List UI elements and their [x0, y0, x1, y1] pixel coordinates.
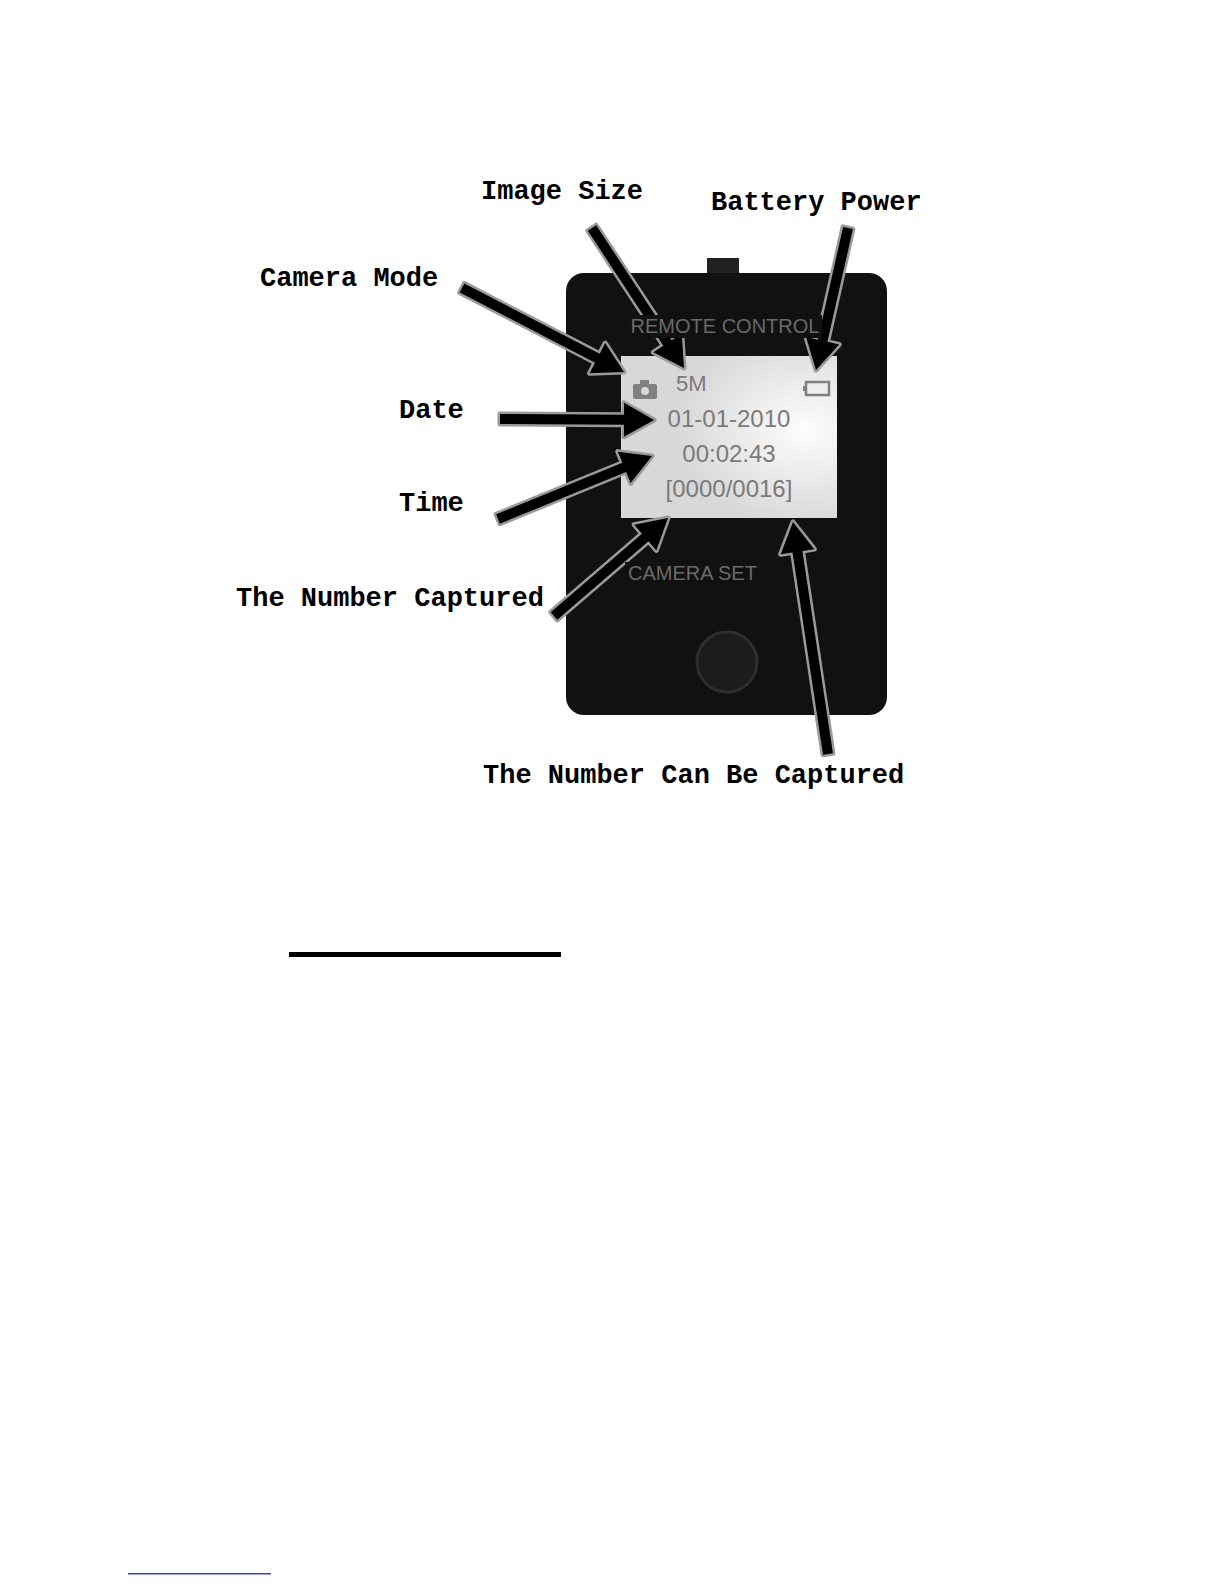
battery-body	[806, 382, 829, 395]
camera-lens	[641, 387, 649, 395]
lcd-readout: 01-01-2010	[668, 405, 791, 433]
camera-icon	[633, 380, 657, 399]
callout-arrow	[460, 284, 624, 374]
callout-label: Time	[399, 488, 464, 520]
callout-arrow	[781, 522, 833, 755]
panel-label: CAMERA SET	[625, 562, 760, 585]
callout-label: Image Size	[481, 176, 643, 208]
round-button	[697, 632, 757, 692]
panel-label: REMOTE CONTROL	[628, 315, 823, 338]
battery-nub	[803, 386, 806, 391]
callout-label: Camera Mode	[260, 263, 438, 295]
lcd-readout: 00:02:43	[682, 440, 775, 468]
lcd-readout: 5M	[676, 371, 707, 396]
camera-body	[633, 384, 657, 399]
lcd-readout: [0000/0016]	[666, 475, 793, 503]
camera-top	[640, 380, 649, 385]
remote-housing-box: REMOTE CONTROL CAMERA SET 5M 01-01-2010 00:0…	[566, 273, 887, 715]
remote-housing	[566, 273, 887, 715]
callout-arrows	[460, 225, 853, 754]
callout-label: The Number Captured	[236, 583, 544, 615]
callout-label: Date	[399, 395, 464, 427]
callout-label: The Number Can Be Captured	[483, 760, 904, 792]
callout-arrow	[806, 227, 853, 370]
callout-arrow	[496, 452, 652, 524]
lcd-screen	[621, 356, 837, 518]
lcd-screen-box: 5M 01-01-2010 00:02:43 [0000/0016]	[621, 356, 837, 518]
screen-glare	[621, 356, 837, 518]
battery-icon	[803, 382, 829, 395]
callout-label: Battery Power	[711, 187, 922, 219]
footnote-rule	[128, 1573, 271, 1575]
rule-line	[289, 952, 561, 957]
callout-arrow	[500, 403, 654, 437]
